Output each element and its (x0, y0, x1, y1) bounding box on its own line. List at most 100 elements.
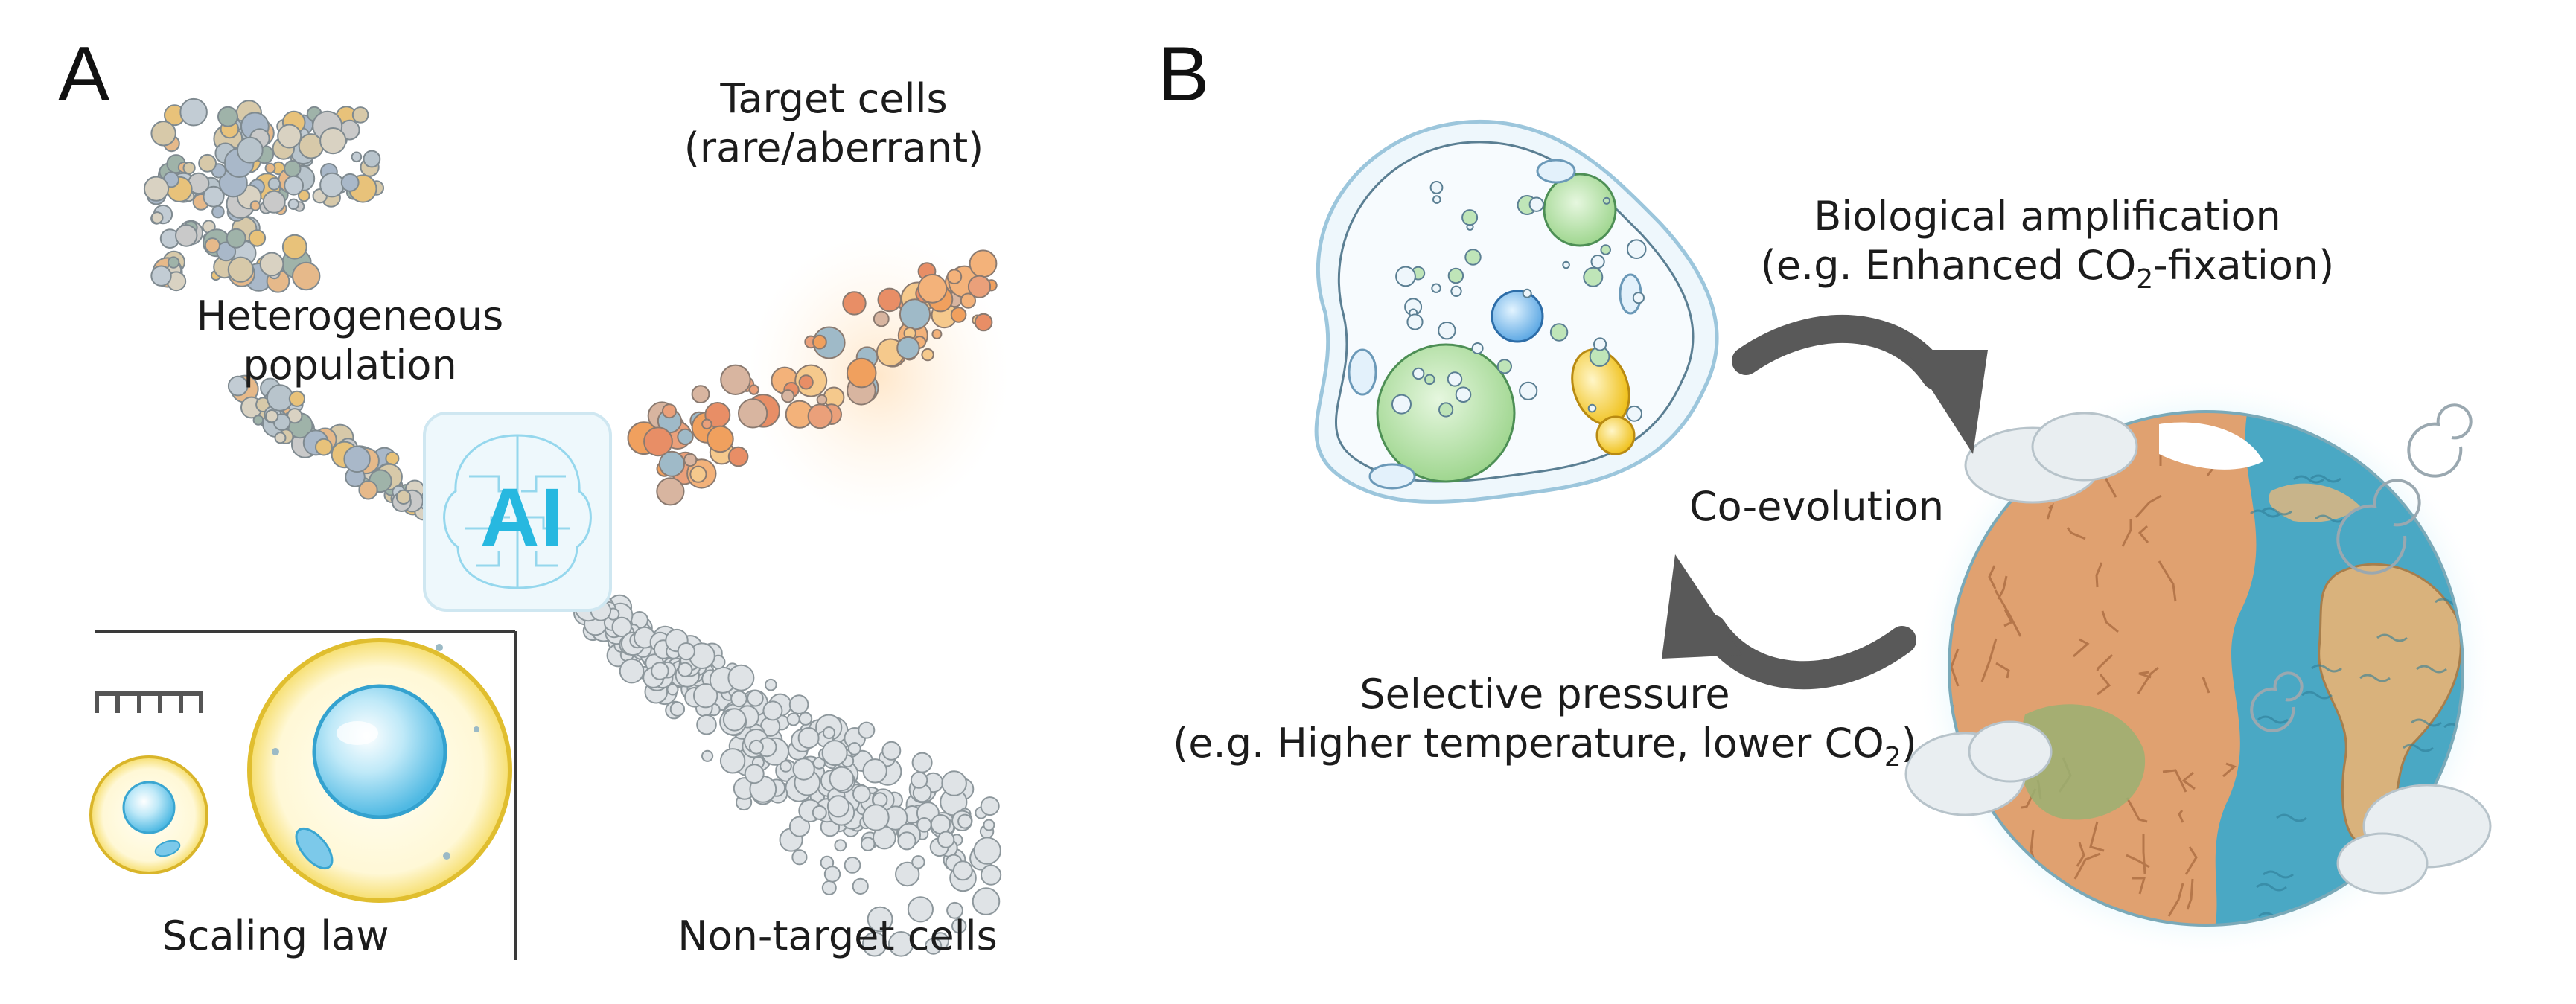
crack-line (2121, 519, 2132, 547)
non-target-cell (792, 758, 815, 781)
organelle-dot (1593, 337, 1607, 351)
crack-line (2096, 653, 2114, 671)
panel-label-a: A (58, 31, 110, 118)
non-target-cell (973, 837, 1001, 865)
non-target-cell (957, 813, 973, 829)
non-target-cell (911, 752, 933, 773)
crack-line (2138, 671, 2152, 679)
target-cell (946, 269, 963, 285)
label-target-line1: Target cells (720, 75, 948, 122)
organelle-dot (1626, 405, 1643, 422)
target-cell (781, 389, 795, 403)
non-target-cell (862, 758, 887, 784)
target-cell (656, 477, 685, 506)
clouds (1904, 412, 2492, 895)
crack-line (1994, 589, 2022, 637)
non-target-cell (937, 831, 955, 848)
hetero-cell (236, 136, 264, 164)
organelle-dot (1395, 266, 1416, 287)
hetero-cell (150, 265, 172, 287)
organelle-dot (1391, 394, 1412, 415)
wave-line (2311, 664, 2342, 673)
non-target-cell (719, 748, 746, 774)
crack-line (2003, 609, 2014, 627)
target-cell (896, 336, 920, 360)
organelle-dot (1461, 209, 1479, 226)
non-target-cell (910, 771, 928, 789)
non-target-cell (677, 642, 695, 661)
target-cell-cluster (627, 249, 998, 506)
non-target-cell (972, 887, 1001, 915)
amp-line2-post: -fixation) (2153, 241, 2335, 289)
target-cell (798, 374, 814, 390)
target-cell (643, 426, 673, 457)
organelle-dot (1455, 386, 1472, 403)
non-target-cell (834, 839, 847, 852)
crack-line (2158, 560, 2177, 602)
hetero-cell (143, 176, 170, 202)
target-cell (812, 334, 827, 350)
target-cell (974, 313, 993, 332)
target-cell (727, 446, 749, 467)
target-cell (873, 310, 890, 327)
hetero-cell (292, 261, 321, 291)
organelle-dot (1519, 381, 1538, 400)
label-biological-amplification: Biological amplification (e.g. Enhanced … (1727, 192, 2368, 296)
non-target-cell (747, 689, 764, 707)
non-target-cell (847, 742, 861, 755)
hetero-stream-cell (395, 489, 412, 505)
wave-line (2416, 665, 2447, 674)
wave-line (2256, 883, 2287, 892)
label-heterogeneous-line1: Heterogeneous (196, 292, 504, 339)
target-cell (950, 307, 967, 323)
non-target-cell (887, 931, 914, 957)
hetero-cell (150, 121, 176, 147)
hetero-cell (217, 106, 238, 127)
crack-line (1988, 565, 1997, 589)
non-target-cell (651, 662, 669, 680)
small-cell (89, 755, 208, 874)
crack-line (2222, 762, 2237, 778)
non-target-cell (765, 678, 777, 691)
microbial-community (1314, 119, 1719, 504)
crack-line (2137, 666, 2159, 694)
amp-line2-sub: 2 (2136, 263, 2154, 295)
crack-line (2167, 883, 2184, 917)
target-cell (691, 385, 710, 403)
crack-line (1997, 575, 2008, 600)
crack-line (2186, 878, 2194, 910)
non-target-cell-cluster (573, 594, 1002, 957)
hetero-cell (340, 173, 360, 192)
amp-line2-pre: (e.g. Enhanced CO (1760, 241, 2137, 289)
hetero-cell (259, 252, 284, 277)
hetero-cell (298, 189, 310, 202)
hetero-cell (319, 172, 345, 198)
non-target-cell (952, 860, 973, 881)
organelle-dot (1429, 181, 1444, 194)
hetero-cell (281, 234, 307, 260)
hetero-cell (227, 256, 254, 283)
organelle-dot (1450, 285, 1462, 297)
label-scaling-law: Scaling law (162, 912, 389, 959)
wave-line (2376, 633, 2408, 642)
wave-line (2293, 475, 2324, 484)
organelle-dot (1626, 239, 1647, 260)
wave-line (2257, 715, 2289, 724)
non-target-cell (812, 805, 827, 820)
target-cell (683, 453, 698, 467)
crack-line (2202, 677, 2210, 694)
hetero-stream-cell (252, 415, 264, 426)
non-target-cell (862, 804, 890, 831)
non-target-cell (749, 739, 764, 755)
ai-circuit-brain (443, 434, 592, 589)
non-target-cell (762, 700, 783, 721)
hetero-cell (248, 229, 267, 247)
hetero-cell (198, 153, 217, 173)
organelle-dot (1583, 266, 1604, 287)
non-target-cell (867, 906, 893, 933)
wave-line (2359, 674, 2391, 682)
hetero-cell (211, 205, 225, 219)
organelle-dot (1562, 260, 1570, 269)
non-target-cell (916, 817, 932, 833)
arrow-selection (1698, 615, 1916, 690)
